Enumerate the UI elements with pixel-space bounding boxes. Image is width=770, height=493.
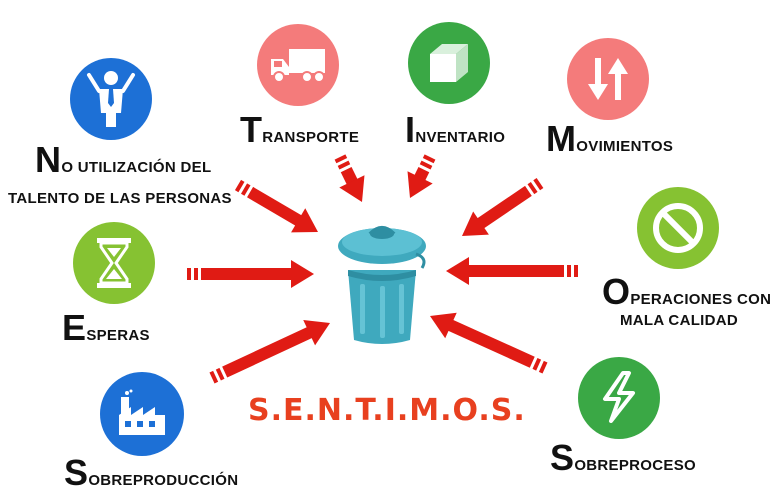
sobreproduccion-circle <box>100 372 184 456</box>
lightning-icon <box>603 371 635 423</box>
sobreproceso-circle <box>578 357 660 439</box>
label-operaciones-line2: mala calidad <box>620 312 739 329</box>
label-esperas: Esperas <box>62 310 150 346</box>
arrow-esperas <box>187 260 314 288</box>
label-movimientos: Movimientos <box>546 121 673 157</box>
arrow-talento <box>234 179 319 233</box>
transporte-circle <box>257 24 339 106</box>
label-initial: S <box>550 437 575 478</box>
prohibited-icon <box>653 203 703 253</box>
label-initial: S <box>64 452 89 493</box>
trash-bin-icon <box>338 226 426 344</box>
arrow-transporte <box>334 154 365 202</box>
label-talento-line2: talento de las personas <box>8 190 232 207</box>
person-tie-icon <box>87 71 135 127</box>
label-rest: nventario <box>415 129 506 146</box>
label-sobreproduccion: Sobreproducción <box>64 455 238 491</box>
label-initial: E <box>62 307 87 348</box>
label-inventario: Inventario <box>405 112 505 148</box>
label-operaciones: Operaciones con <box>602 274 770 310</box>
arrow-movimientos <box>462 178 544 236</box>
label-transporte: Transporte <box>240 112 359 148</box>
label-rest: obreproceso <box>574 457 696 474</box>
operaciones-circle <box>637 187 719 269</box>
label-initial: O <box>602 271 631 312</box>
label-rest: obreproducción <box>88 472 239 489</box>
factory-icon <box>119 389 165 435</box>
label-initial: T <box>240 109 263 150</box>
box-icon <box>430 44 468 82</box>
talento-circle <box>70 58 152 140</box>
up-down-arrows-icon <box>588 58 628 100</box>
arrow-sobreproduccion <box>209 320 330 384</box>
label-sobreproceso: Sobreproceso <box>550 440 696 476</box>
label-initial: M <box>546 118 577 159</box>
esperas-circle <box>73 222 155 304</box>
arrow-inventario <box>407 154 436 199</box>
label-initial: N <box>35 139 62 180</box>
arrow-operaciones <box>446 257 578 285</box>
diagram-title: S.E.N.T.I.M.O.S. <box>248 393 526 428</box>
label-talento: No utilización del <box>35 142 211 178</box>
label-rest: peraciones con <box>630 291 770 308</box>
truck-icon <box>271 49 325 83</box>
label-rest: ovimientos <box>576 138 674 155</box>
label-rest: speras <box>86 327 150 344</box>
label-initial: I <box>405 109 416 150</box>
movimientos-circle <box>567 38 649 120</box>
inventario-circle <box>408 22 490 104</box>
arrow-sobreproceso <box>430 312 548 374</box>
label-rest: ransporte <box>262 129 360 146</box>
hourglass-icon <box>97 238 131 288</box>
label-rest: o utilización del <box>61 159 212 176</box>
